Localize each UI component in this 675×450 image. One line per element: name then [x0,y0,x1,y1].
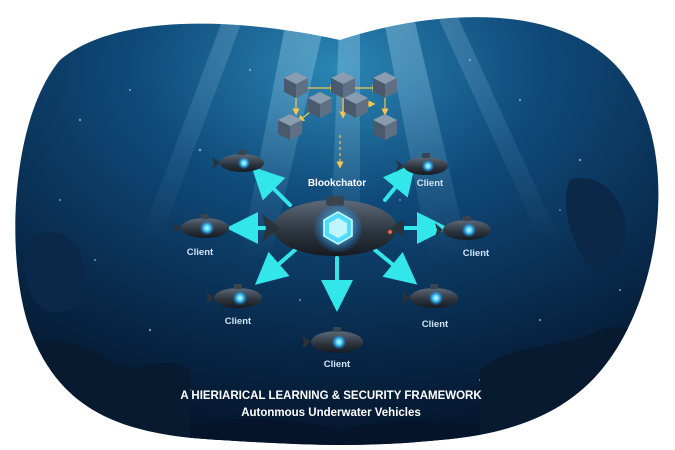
client-label: Client [463,248,490,259]
cube [373,114,397,140]
client-vehicle [302,327,363,353]
client-label: Client [422,319,449,330]
connection-arrows [226,162,449,312]
client-label: Client [225,316,252,327]
client-vehicle [402,284,458,308]
arrow-to-client-top-right [382,162,416,202]
client-vehicle [435,216,491,240]
cube [308,92,332,118]
client-label: Client [187,247,214,258]
particles [59,59,622,391]
cube [344,92,368,118]
hub-label: Blookchator [308,178,366,189]
title-line-2: Autonmous Underwater Vehicles [241,407,421,419]
hub-vehicle [262,196,404,256]
cube [331,72,355,98]
arrow-to-client-bottom-left [254,248,297,285]
cube [284,72,308,98]
client-vehicle [173,214,229,238]
client-vehicle [396,153,448,175]
arrow-to-client-top-left [251,166,292,207]
client-label: Client [417,178,444,189]
cube [373,72,397,98]
title-line-1: A HIERIARICAL LEARNING & SECURITY FRAMEW… [180,390,482,402]
cube [278,114,302,140]
client-label: Client [324,359,351,370]
client-vehicle [212,150,264,172]
client-vehicle [206,284,262,308]
arrow-to-client-bottom-right [373,248,418,285]
blockchain-cluster [278,72,397,169]
